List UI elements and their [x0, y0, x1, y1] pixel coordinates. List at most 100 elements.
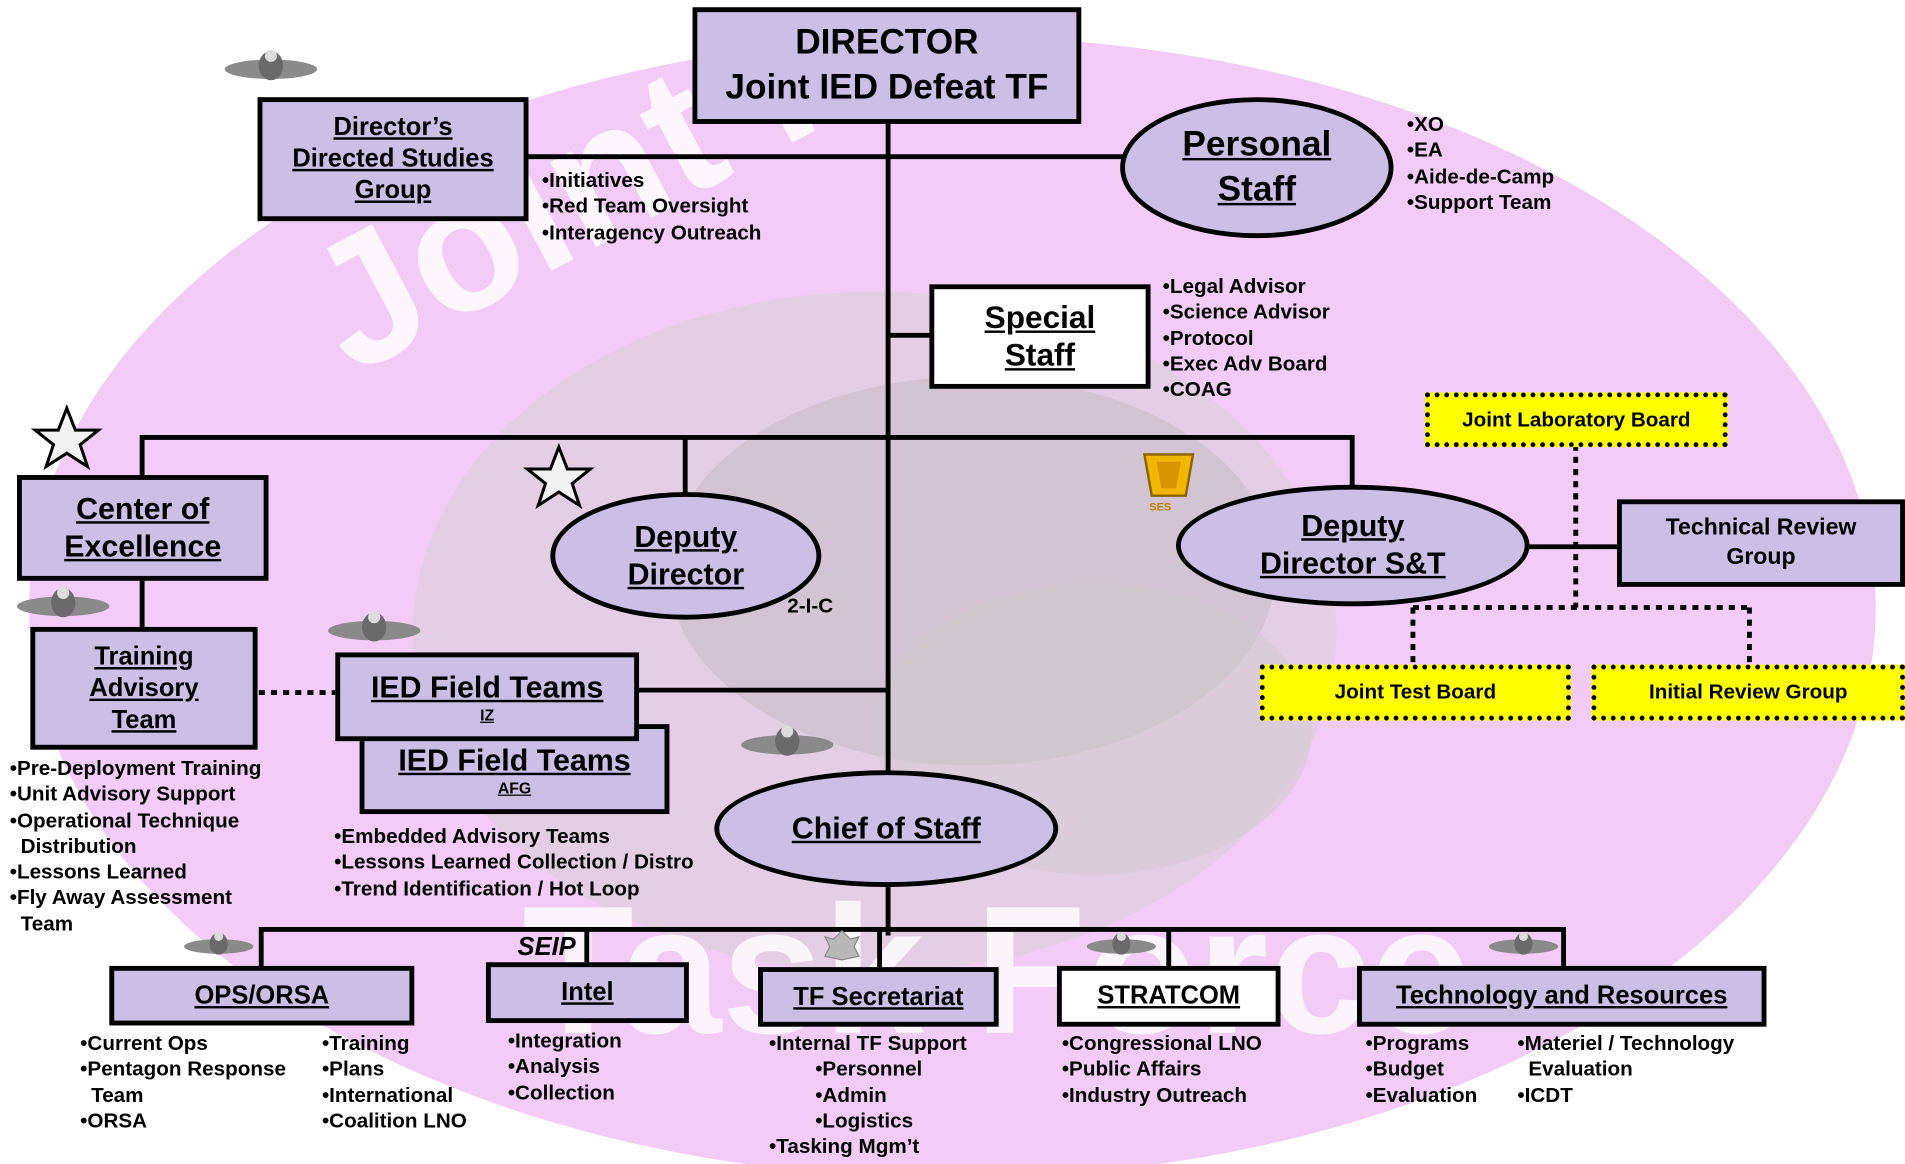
list-item: ICDT — [1517, 1082, 1734, 1108]
list-item: Collection — [508, 1080, 622, 1106]
eagle-insignia-icon — [1086, 931, 1156, 955]
list-item: Unit Advisory Support — [10, 782, 262, 808]
list-item: Admin — [769, 1082, 967, 1108]
tf-secretariat-box: TF Secretariat — [758, 967, 999, 1027]
list-item: Analysis — [508, 1054, 622, 1080]
ops-title: OPS/ORSA — [194, 981, 330, 1010]
intel-title: Intel — [561, 978, 614, 1007]
list-item: Aide-de-Camp — [1407, 164, 1554, 190]
personal-staff-line1: Personal — [1182, 125, 1332, 165]
list-item: Operational Technique — [10, 807, 262, 833]
tech-resources-box: Technology and Resources — [1357, 965, 1767, 1027]
list-item: Public Affairs — [1062, 1056, 1262, 1082]
field-afg-sub: AFG — [497, 778, 532, 797]
center-excellence-line2: Excellence — [64, 529, 222, 564]
field-iz-sub: IZ — [480, 705, 495, 725]
special-staff-box: Special Staff — [929, 284, 1151, 389]
list-item: Logistics — [769, 1108, 967, 1134]
list-item: Materiel / Technology — [1517, 1030, 1735, 1056]
list-item: Lessons Learned — [10, 859, 262, 885]
list-item: Training — [322, 1030, 467, 1056]
list-item: Support Team — [1407, 189, 1554, 215]
center-excellence-line1: Center of — [76, 491, 210, 526]
special-staff-line1: Special — [984, 298, 1096, 336]
studies-group-line3: Group — [354, 176, 432, 205]
list-item: Tasking Mgm’t — [769, 1134, 967, 1160]
list-item: XO — [1407, 112, 1554, 138]
list-item: Legal Advisor — [1163, 273, 1330, 299]
list-item: Team — [20, 912, 74, 936]
intel-list: Integration Analysis Collection — [508, 1028, 622, 1106]
field-teams-list: Embedded Advisory Teams Lessons Learned … — [334, 824, 694, 902]
list-item: Pentagon Response — [80, 1056, 286, 1082]
list-item: International — [322, 1082, 467, 1108]
list-item: Current Ops — [80, 1030, 286, 1056]
deputy-director-ellipse: Deputy Director — [550, 492, 822, 620]
tech-review-line1: Technical Review — [1665, 515, 1857, 541]
ops-orsa-box: OPS/ORSA — [109, 965, 415, 1026]
list-item: Initiatives — [542, 168, 762, 194]
star-icon-coe — [30, 404, 103, 471]
stratcom-title: STRATCOM — [1097, 981, 1241, 1010]
personal-staff-ellipse: Personal Staff — [1120, 97, 1394, 239]
tech-resources-list-2: Materiel / Technology Evaluation ICDT — [1517, 1030, 1735, 1108]
ops-list-2: Training Plans International Coalition L… — [322, 1030, 467, 1134]
list-item: Interagency Outreach — [542, 219, 761, 245]
oak-leaf-insignia-icon — [823, 929, 861, 961]
list-item: ORSA — [80, 1108, 286, 1134]
list-item: Coalition LNO — [322, 1108, 467, 1134]
list-item: Pre-Deployment Training — [10, 756, 261, 782]
eagle-insignia-icon — [1488, 931, 1559, 955]
deputy-st-line2: Director S&T — [1259, 546, 1446, 581]
list-item: Plans — [322, 1056, 467, 1082]
eagle-insignia-icon — [328, 611, 421, 642]
eagle-insignia-icon — [224, 49, 318, 81]
studies-group-box: Director’s Directed Studies Group — [257, 97, 529, 222]
secretariat-title: TF Secretariat — [793, 982, 964, 1011]
list-item: Trend Identification / Hot Loop — [334, 876, 694, 902]
special-staff-list: Legal Advisor Science Advisor Protocol E… — [1163, 273, 1330, 402]
star-icon-deputy — [522, 442, 595, 510]
chief-of-staff-ellipse: Chief of Staff — [714, 770, 1059, 887]
list-item: EA — [1407, 138, 1554, 164]
initial-review-box: Initial Review Group — [1591, 664, 1905, 721]
studies-group-line1: Director’s — [333, 112, 453, 141]
ses-badge-icon — [1142, 453, 1195, 497]
list-item: Industry Outreach — [1062, 1082, 1262, 1108]
deputy-director-tag: 2-I-C — [787, 594, 834, 618]
joint-lab-board-box: Joint Laboratory Board — [1425, 392, 1728, 448]
eagle-insignia-icon — [184, 931, 254, 955]
list-item: Evaluation — [1366, 1082, 1477, 1108]
studies-group-line2: Directed Studies — [292, 144, 494, 173]
list-item: Embedded Advisory Teams — [334, 824, 694, 850]
training-team-line1: Training — [94, 642, 194, 671]
tech-review-box: Technical Review Group — [1617, 499, 1905, 587]
center-excellence-box: Center of Excellence — [17, 475, 269, 581]
ses-label: SES — [1149, 500, 1172, 513]
training-team-line3: Team — [111, 705, 177, 734]
list-item: Distribution — [20, 834, 137, 858]
personal-staff-line2: Staff — [1217, 170, 1296, 209]
list-item: Internal TF Support — [769, 1030, 966, 1056]
studies-group-list: Initiatives Red Team Oversight Interagen… — [542, 168, 762, 246]
field-teams-iz-box: IED Field Teams IZ — [335, 652, 640, 742]
deputy-st-ellipse: Deputy Director S&T — [1176, 484, 1530, 607]
list-item: Protocol — [1163, 325, 1330, 351]
list-item: Evaluation — [1528, 1057, 1633, 1081]
deputy-st-line1: Deputy — [1301, 509, 1405, 544]
list-item: Programs — [1366, 1030, 1478, 1056]
list-item: Budget — [1366, 1056, 1478, 1082]
training-team-list: Pre-Deployment Training Unit Advisory Su… — [10, 756, 262, 937]
list-item: Congressional LNO — [1062, 1030, 1262, 1056]
tech-resources-title: Technology and Resources — [1396, 981, 1728, 1010]
list-item: COAG — [1163, 377, 1330, 403]
stratcom-list: Congressional LNO Public Affairs Industr… — [1062, 1030, 1262, 1108]
field-afg-title: IED Field Teams — [398, 742, 631, 777]
eagle-insignia-icon — [17, 586, 110, 618]
deputy-director-line1: Deputy — [634, 519, 738, 554]
personal-staff-list: XO EA Aide-de-Camp Support Team — [1407, 112, 1554, 216]
list-item: Lessons Learned Collection / Distro — [334, 850, 693, 876]
list-item: Red Team Oversight — [542, 194, 762, 220]
tech-review-line2: Group — [1726, 544, 1796, 570]
tech-resources-list-1: Programs Budget Evaluation — [1366, 1030, 1478, 1108]
